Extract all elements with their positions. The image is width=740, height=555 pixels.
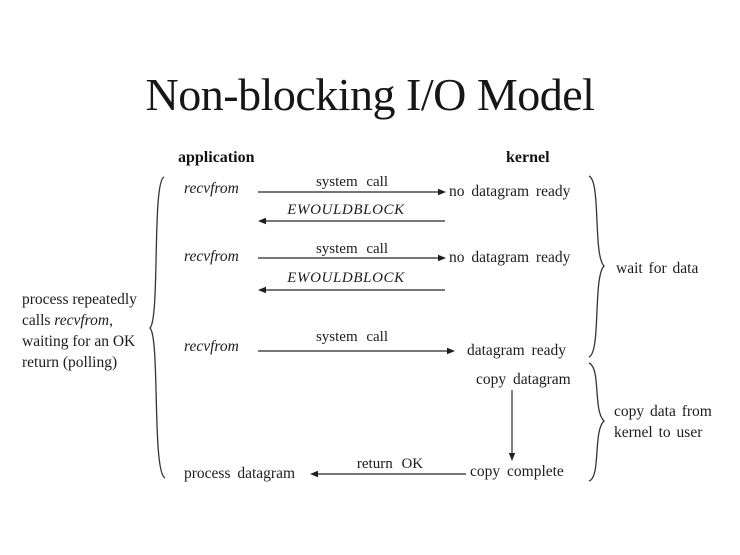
kernel-state-1: no datagram ready <box>449 183 571 200</box>
return-ok-label: return OK <box>356 456 424 472</box>
wait-for-data-note: wait for data <box>616 260 699 277</box>
process-datagram-label: process datagram <box>184 465 296 482</box>
left-brace <box>149 176 166 479</box>
wait-for-data-brace <box>588 175 605 358</box>
copy-data-note-line2: kernel to user <box>614 424 703 441</box>
recvfrom-call-1: recvfrom <box>184 180 239 197</box>
copy-arrow-head <box>508 453 516 461</box>
ewouldblock-arrow-2-head <box>258 286 266 294</box>
application-column-header: application <box>178 149 255 166</box>
system-call-label-3: system call <box>315 329 389 345</box>
syscall-arrow-1-head <box>438 188 446 196</box>
polling-note: process repeatedly calls recvfrom, waiti… <box>22 289 172 373</box>
polling-note-line1: process repeatedly <box>22 291 137 308</box>
return-ok-arrow-head <box>310 470 318 478</box>
ewouldblock-label-2: EWOULDBLOCK <box>287 270 405 286</box>
copy-datagram-label: copy datagram <box>476 371 571 388</box>
polling-note-line4: return (polling) <box>22 354 118 371</box>
copy-data-brace <box>588 362 605 482</box>
system-call-label-2: system call <box>315 241 389 257</box>
kernel-column-header: kernel <box>506 149 550 166</box>
syscall-arrow-2-head <box>438 254 446 262</box>
syscall-arrow-3-head <box>447 347 455 355</box>
kernel-state-3: datagram ready <box>467 342 566 359</box>
polling-note-line2-pre: calls <box>22 312 55 329</box>
polling-note-line3: waiting for an OK <box>22 333 136 350</box>
kernel-state-2: no datagram ready <box>449 249 571 266</box>
ewouldblock-arrow-1-head <box>258 217 266 225</box>
polling-note-line2-post: , <box>109 312 113 329</box>
slide-title: Non-blocking I/O Model <box>145 69 595 120</box>
ewouldblock-label-1: EWOULDBLOCK <box>287 202 405 218</box>
recvfrom-call-3: recvfrom <box>184 338 239 355</box>
copy-complete-label: copy complete <box>470 463 564 480</box>
system-call-label-1: system call <box>315 174 389 190</box>
recvfrom-call-2: recvfrom <box>184 248 239 265</box>
polling-note-recvfrom: recvfrom <box>54 312 110 329</box>
copy-data-note-line1: copy data from <box>614 403 712 420</box>
